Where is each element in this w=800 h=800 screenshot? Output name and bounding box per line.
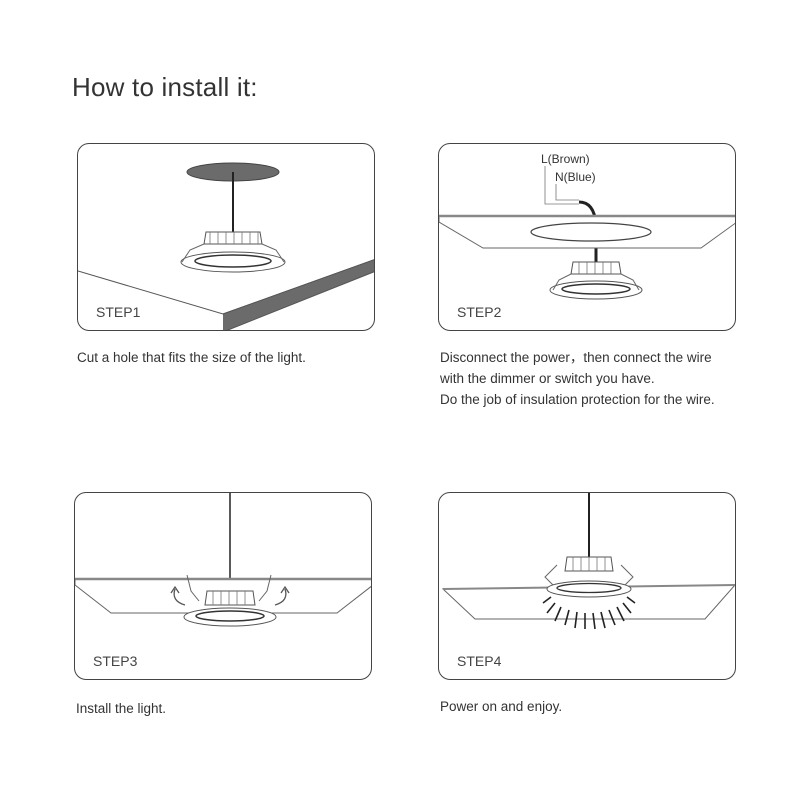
rotate-arrow-icon bbox=[173, 588, 186, 606]
live-wire bbox=[544, 166, 579, 205]
downlight-fixture bbox=[180, 231, 286, 273]
caption-line: Cut a hole that fits the size of the lig… bbox=[77, 350, 306, 365]
step-label: STEP1 bbox=[96, 304, 141, 320]
step-label: STEP3 bbox=[93, 653, 138, 669]
step3-panel: STEP3 bbox=[74, 492, 372, 680]
arrow-head-icon bbox=[170, 585, 180, 594]
step1-panel: STEP1 bbox=[77, 143, 375, 331]
light-rays bbox=[542, 596, 636, 630]
downlight-fixture bbox=[183, 574, 277, 627]
rotate-arrow-icon bbox=[274, 588, 287, 606]
caption-line: Power on and enjoy. bbox=[440, 699, 563, 714]
caption-line: Disconnect the power，then connect the wi… bbox=[440, 350, 712, 365]
caption-line: with the dimmer or switch you have. bbox=[440, 371, 655, 386]
wire-label-neutral: N(Blue) bbox=[555, 170, 596, 184]
wire-label-live: L(Brown) bbox=[541, 152, 590, 166]
caption-line: Do the job of insulation protection for … bbox=[440, 392, 715, 407]
downlight-fixture bbox=[544, 556, 634, 586]
arrow-head-icon bbox=[280, 585, 290, 594]
step-label: STEP4 bbox=[457, 653, 502, 669]
downlight-fixture bbox=[549, 261, 643, 300]
neutral-wire bbox=[555, 184, 579, 201]
step-label: STEP2 bbox=[457, 304, 502, 320]
step1-illustration bbox=[78, 162, 374, 330]
step2-illustration: L(Brown) N(Blue) bbox=[439, 152, 735, 300]
ceiling-board bbox=[441, 580, 735, 620]
step2-panel: L(Brown) N(Blue) STEP2 bbox=[438, 143, 736, 331]
page-title: How to install it: bbox=[72, 72, 258, 102]
ceiling-board bbox=[439, 214, 735, 249]
ceiling-board bbox=[78, 259, 374, 330]
step4-caption: Power on and enjoy. bbox=[440, 696, 562, 717]
step4-illustration bbox=[441, 493, 735, 630]
step3-illustration bbox=[75, 493, 371, 627]
caption-line: Install the light. bbox=[76, 701, 167, 716]
ceiling-hole bbox=[530, 222, 652, 242]
step4-panel: STEP4 bbox=[438, 492, 736, 680]
step3-caption: Install the light. bbox=[76, 698, 166, 719]
step2-caption: Disconnect the power，then connect the wi… bbox=[440, 347, 715, 410]
step1-caption: Cut a hole that fits the size of the lig… bbox=[77, 347, 306, 368]
